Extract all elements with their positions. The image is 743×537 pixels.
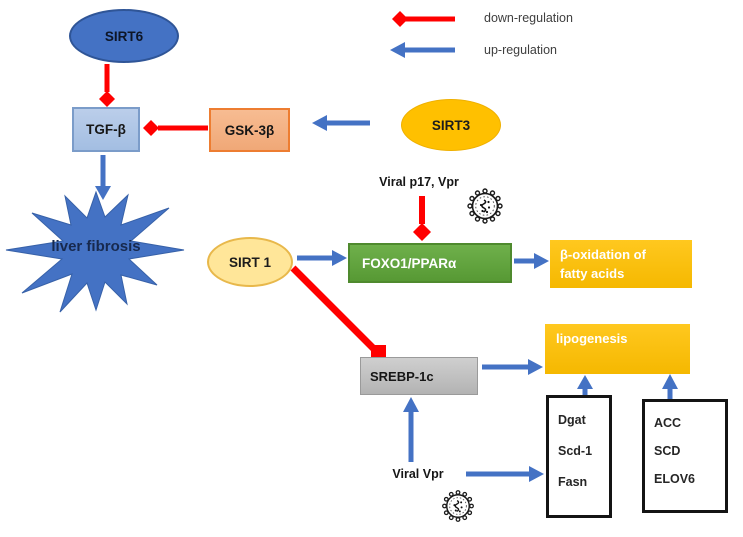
- arrow-gene-box1-to-lipogenesis: [577, 375, 593, 395]
- viral-vpr-label: Viral Vpr: [392, 467, 444, 481]
- node-foxo1-ppar-alpha-label: FOXO1/PPARα: [362, 255, 457, 271]
- arrow-sirt6-to-tgfb: [99, 64, 115, 107]
- node-srebp1c-label: SREBP-1c: [370, 368, 434, 384]
- node-beta-oxidation: β-oxidation of fatty acids: [550, 240, 692, 288]
- node-gsk3-beta-label: GSK-3β: [224, 122, 275, 138]
- node-sirt6-label: SIRT6: [104, 28, 144, 44]
- node-lipogenesis-label: lipogenesis: [556, 331, 628, 346]
- arrow-foxo1-to-beta-oxidation: [514, 253, 549, 269]
- node-beta-oxidation-line1: β-oxidation of: [560, 247, 646, 262]
- viral-p17-vpr-label: Viral p17, Vpr: [379, 175, 459, 189]
- node-gsk3-beta: GSK-3β: [209, 108, 290, 152]
- node-sirt6: SIRT6: [69, 9, 179, 63]
- gene-label: Fasn: [558, 475, 588, 489]
- virus-icon: [442, 490, 474, 522]
- legend-down-regulation-arrow: [392, 11, 455, 27]
- gene-label: Dgat: [558, 413, 586, 427]
- arrow-sirt1-to-foxo1: [297, 250, 347, 266]
- legend-up-regulation-label: up-regulation: [484, 43, 557, 57]
- arrow-sirt1-to-srebp1c: [290, 265, 386, 360]
- node-lipogenesis: lipogenesis: [545, 324, 690, 374]
- arrow-tgfb-to-liver-fibrosis: [95, 155, 111, 200]
- arrow-viral-p17-to-foxo1: [413, 196, 431, 241]
- gene-label: SCD: [654, 444, 681, 458]
- legend-up-regulation-arrow: [390, 42, 455, 58]
- gene-label: Scd-1: [558, 444, 593, 458]
- node-srebp1c: SREBP-1c: [360, 357, 478, 395]
- arrow-viral-vpr-to-srebp1c: [403, 397, 419, 462]
- liver-fibrosis-starburst: [5, 190, 185, 313]
- node-liver-fibrosis-label: liver fibrosis: [51, 238, 141, 255]
- gene-box-acc-scd-elov6: ACC SCD ELOV6: [642, 399, 728, 513]
- arrow-srebp1c-to-lipogenesis: [482, 359, 543, 375]
- node-sirt1: SIRT 1: [207, 237, 293, 287]
- node-tgf-beta-label: TGF-β: [86, 122, 126, 137]
- node-sirt3-label: SIRT3: [431, 117, 471, 133]
- gene-label: ELOV6: [654, 472, 695, 486]
- gene-box-dgat-scd1-fasn: Dgat Scd-1 Fasn: [546, 395, 612, 518]
- arrow-gsk3b-to-tgfb: [143, 120, 208, 136]
- arrow-sirt3-to-gsk3b: [312, 115, 370, 131]
- gene-label: ACC: [654, 416, 682, 430]
- legend-down-regulation-label: down-regulation: [484, 11, 573, 25]
- node-sirt1-label: SIRT 1: [228, 254, 271, 270]
- arrow-gene-box2-to-lipogenesis: [662, 374, 678, 399]
- arrow-viral-vpr-to-gene-box1: [466, 466, 544, 482]
- node-tgf-beta: TGF-β: [72, 107, 140, 152]
- node-foxo1-ppar-alpha: FOXO1/PPARα: [348, 243, 512, 283]
- node-sirt3: SIRT3: [401, 99, 501, 151]
- virus-icon: [467, 188, 503, 224]
- node-beta-oxidation-line2: fatty acids: [560, 266, 625, 281]
